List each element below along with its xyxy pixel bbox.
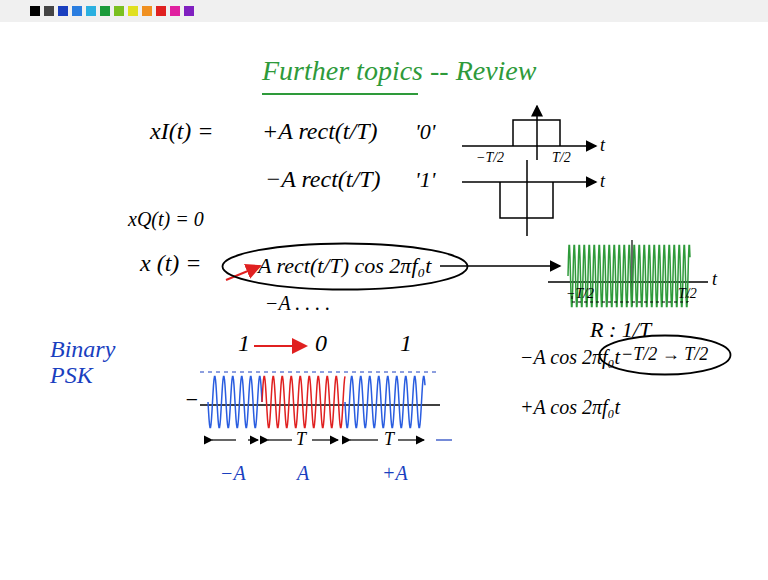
transition-arrow [254,345,306,347]
axis-tick: −T/2 [476,150,504,165]
psk-waveform [262,376,345,427]
formula: +A rect(t/T) [262,118,378,144]
formula: −A . . . . [265,292,330,314]
bit-value: '0' [415,120,435,144]
axis-label: t [600,172,605,192]
pointer-arrow [440,265,560,267]
scheme-name: Binary PSK [50,336,140,389]
amplitude-value: +A [382,462,408,484]
sign-mark: − [184,388,199,412]
axis-tick: T/2 [678,286,697,301]
psk-waveform [345,376,425,427]
pointer-arrow [226,266,260,280]
node-text: A rect(t/T) cos 2πf₀t [258,254,431,278]
period-markers [212,439,452,440]
amplitude-value: A [297,462,309,484]
axis-tick: −T/2 [566,286,594,301]
period-label: T [296,430,306,450]
bit-value: 1 [238,330,250,356]
envelope-line [200,372,440,373]
neg-rect-pulse-plot [462,160,596,236]
bit-value: 1 [400,330,412,356]
circled-interval: −T/2 → T/2 [598,334,732,376]
formula: xQ(t) = 0 [128,208,204,230]
signal-name: x (t) = [140,250,202,276]
amplitude-value: −A [220,462,246,484]
title-underline [262,93,418,95]
bit-value: '1' [415,168,435,192]
circled-formula: A rect(t/T) cos 2πf₀t [221,242,469,291]
bit-value: 0 [315,330,327,356]
axis-label: t [712,270,717,290]
slide-title: Further topics -- Review [262,56,536,87]
formula: −A rect(t/T) [265,166,381,192]
axis-label: t [600,136,605,156]
formula: +A cos 2πf₀t [520,396,620,418]
period-label: T [384,430,394,450]
rate-note: R : 1/T [590,318,651,342]
axis-tick: T/2 [552,150,571,165]
toolbar [0,0,768,22]
node-text: −T/2 → T/2 [621,345,708,365]
signal-name: xI(t) = [150,118,214,144]
formula: −A cos 2πf₀t [520,346,620,368]
psk-waveform [208,376,262,427]
toolbar-swatches [30,6,194,16]
